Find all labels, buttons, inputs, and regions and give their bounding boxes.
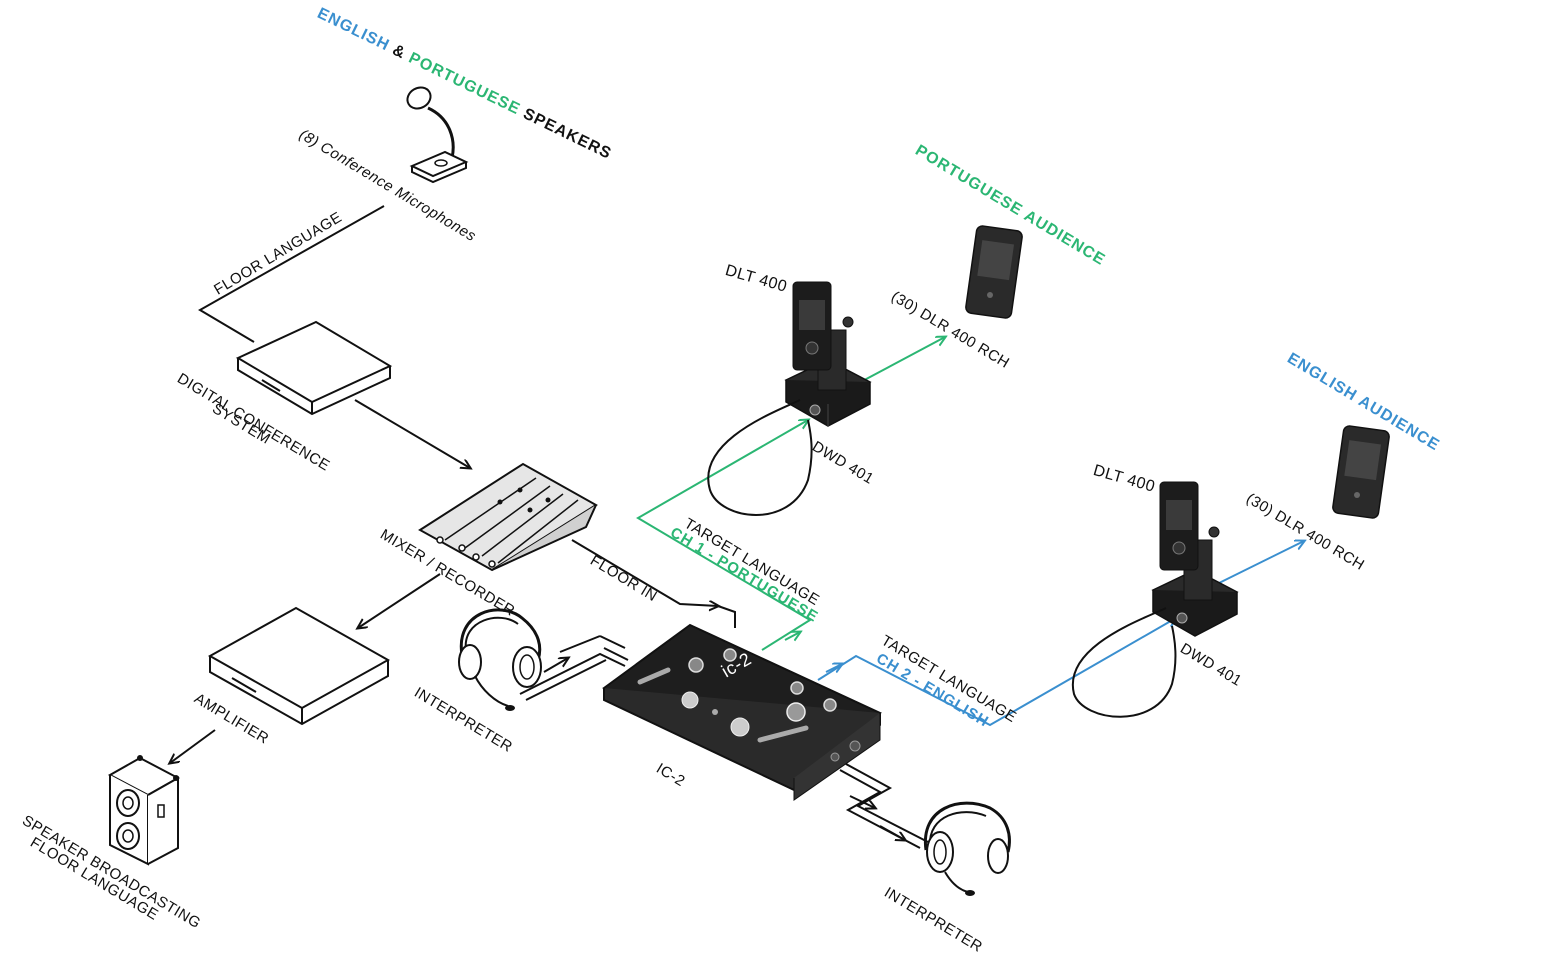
mixer-recorder-icon <box>418 462 598 572</box>
floor-in-line <box>571 539 718 606</box>
floor-language-line <box>198 205 385 343</box>
digital-conference-system-icon <box>235 320 393 416</box>
amplifier-to-speaker-arrow <box>170 729 216 763</box>
mixer-to-amplifier-arrow <box>358 573 441 628</box>
conference-to-mixer-arrow <box>354 399 470 468</box>
ic2-device-icon <box>602 623 882 801</box>
ch1-portuguese-line <box>636 420 812 651</box>
conference-microphone-icon <box>406 86 469 184</box>
dlt1-broadcast-arrow <box>854 337 945 386</box>
dlr400-receiver-icon-1 <box>965 225 1023 319</box>
amplifier-icon <box>207 606 391 726</box>
dlr400-receiver-icon-2 <box>1332 425 1390 519</box>
headphones-icon-right <box>923 801 1011 896</box>
speaker-icon <box>107 755 181 866</box>
dlt400-dwd401-unit-1 <box>707 281 872 516</box>
dlt2-broadcast-arrow <box>1214 541 1304 586</box>
dlt400-dwd401-unit-2 <box>1071 481 1239 718</box>
headphones-icon-left <box>458 608 542 711</box>
